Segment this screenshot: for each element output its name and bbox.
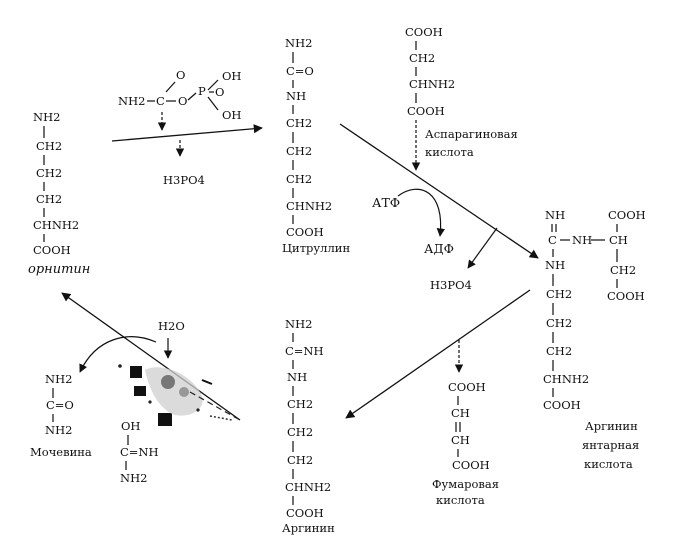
citrulline-line-2: C=O [286, 64, 314, 78]
argsucc-succ-2: CH [609, 233, 628, 247]
argininosuccinate-structure: NH C NH NH CH2 CH2 CH2 CHNH2 COOH COOH C… [543, 208, 646, 471]
argsucc-backbone-5: CH2 [546, 316, 572, 330]
argsucc-backbone-6: CH2 [546, 344, 572, 358]
arginine-line-1: NH2 [285, 317, 312, 331]
argsucc-backbone-4: CH2 [546, 287, 572, 301]
arginine-line-7: CHNH2 [285, 480, 331, 494]
aspartate-line-3: CHNH2 [409, 77, 455, 91]
fumarate-name-line-2: кислота [436, 493, 485, 507]
ornithine-line-4: CH2 [36, 192, 62, 206]
argsucc-succ-1: COOH [608, 208, 646, 222]
aspartate-line-1: COOH [405, 25, 443, 39]
fragment-c-nh: C=NH [120, 445, 159, 459]
ornithine-line-2: CH2 [36, 139, 62, 153]
arginine-line-4: CH2 [287, 397, 313, 411]
cp-oh-1: OH [222, 69, 241, 83]
ornithine-line-1: NH2 [33, 110, 60, 124]
citrulline-line-1: NH2 [285, 36, 312, 50]
ornithine-line-6: COOH [33, 243, 71, 257]
cp-phosphorus: P [198, 84, 206, 98]
urea-line-2: C=O [46, 398, 74, 412]
fragment-oh: OH [121, 419, 140, 433]
urea-name: Мочевина [30, 445, 92, 459]
ornithine-handwritten-label: орнитин [28, 262, 90, 277]
argsucc-name-line-1: Аргинин [585, 419, 638, 433]
ornithine-line-3: CH2 [36, 166, 62, 180]
citrulline-name: Цитруллин [282, 241, 350, 255]
argsucc-succ-3: CH2 [610, 263, 636, 277]
aspartate-line-4: COOH [407, 104, 445, 118]
fumarate-line-3: CH [451, 433, 470, 447]
argsucc-name-line-2: янтарная [582, 438, 639, 452]
scan-smudge-artifacts [118, 364, 241, 426]
urea-line-1: NH2 [45, 372, 72, 386]
ornithine-to-citrulline-arrow [111, 124, 263, 142]
phosphate-out-1: H3PO4 [163, 173, 205, 187]
argsucc-name-line-3: кислота [584, 457, 633, 471]
cp-amine: NH2 [118, 94, 145, 108]
arginine-structure: NH2 C=NH NH CH2 CH2 CH2 CHNH2 COOH Аргин… [282, 317, 335, 535]
fumarate-line-4: COOH [452, 458, 490, 472]
aspartate-name-line-2: кислота [425, 145, 474, 159]
fumarate-line-2: CH [451, 406, 470, 420]
aspartate-line-2: CH2 [409, 51, 435, 65]
argsucc-backbone-3: NH [545, 258, 565, 272]
fragment-nh2: NH2 [120, 471, 147, 485]
urea-line-3: NH2 [45, 423, 72, 437]
phosphate-out-2: H3PO4 [430, 278, 472, 292]
atp-label: АТФ [372, 195, 400, 210]
citrulline-line-3: NH [286, 89, 306, 103]
ornithine-line-5: CHNH2 [33, 218, 79, 232]
citrulline-line-7: CHNH2 [286, 199, 332, 213]
argsucc-nh-link: NH [572, 233, 592, 247]
argsucc-backbone-1: NH [545, 208, 565, 222]
cp-bridge-o: O [178, 94, 187, 108]
cp-oh-2: OH [222, 108, 241, 122]
citrulline-line-5: CH2 [286, 144, 312, 158]
arginine-line-5: CH2 [287, 425, 313, 439]
aspartate-name-line-1: Аспарагиновая [425, 127, 518, 141]
urea-structure: NH2 C=O NH2 Мочевина [30, 372, 92, 459]
arginine-to-ornithine-arrow [61, 292, 241, 421]
cp-double-o: O [215, 85, 224, 99]
guanidino-fragment: OH C=NH NH2 [120, 419, 159, 485]
argsucc-succ-4: COOH [607, 289, 645, 303]
citrulline-line-6: CH2 [286, 172, 312, 186]
arginine-name: Аргинин [282, 521, 335, 535]
citrulline-to-argininosuccinate-arrow [339, 123, 539, 259]
argininosuccinate-to-arginine-arrow [345, 289, 531, 419]
urea-release-curve-arrow [79, 336, 157, 373]
citrulline-structure: NH2 C=O NH CH2 CH2 CH2 CHNH2 COOH Цитрул… [282, 36, 350, 255]
carbamoyl-phosphate-structure: NH2 C O O P OH O OH [118, 68, 241, 122]
cp-carbon: C [156, 94, 165, 108]
arginine-line-6: CH2 [287, 453, 313, 467]
argsucc-backbone-8: COOH [543, 398, 581, 412]
adp-label: АДФ [424, 241, 454, 256]
citrulline-line-4: CH2 [286, 116, 312, 130]
argsucc-backbone-2: C [548, 233, 557, 247]
ornithine-structure: NH2 CH2 CH2 CH2 CHNH2 COOH орнитин [28, 110, 90, 277]
arginine-line-8: COOH [286, 506, 324, 520]
fumaric-acid-structure: COOH CH CH COOH Фумаровая кислота [432, 380, 499, 507]
argsucc-backbone-7: CHNH2 [543, 372, 589, 386]
aspartic-acid-structure: COOH CH2 CHNH2 COOH Аспарагиновая кислот… [405, 25, 518, 159]
fumarate-name-line-1: Фумаровая [432, 477, 499, 491]
cp-carbonyl-o: O [176, 68, 185, 82]
citrulline-line-8: COOH [286, 225, 324, 239]
fumarate-line-1: COOH [448, 380, 486, 394]
water-label: H2O [158, 319, 185, 333]
atp-to-adp-curve-arrow [397, 188, 446, 237]
arginine-line-3: NH [287, 370, 307, 384]
arginine-line-2: C=NH [285, 344, 324, 358]
phosphate-release-arrow-2 [467, 227, 498, 269]
